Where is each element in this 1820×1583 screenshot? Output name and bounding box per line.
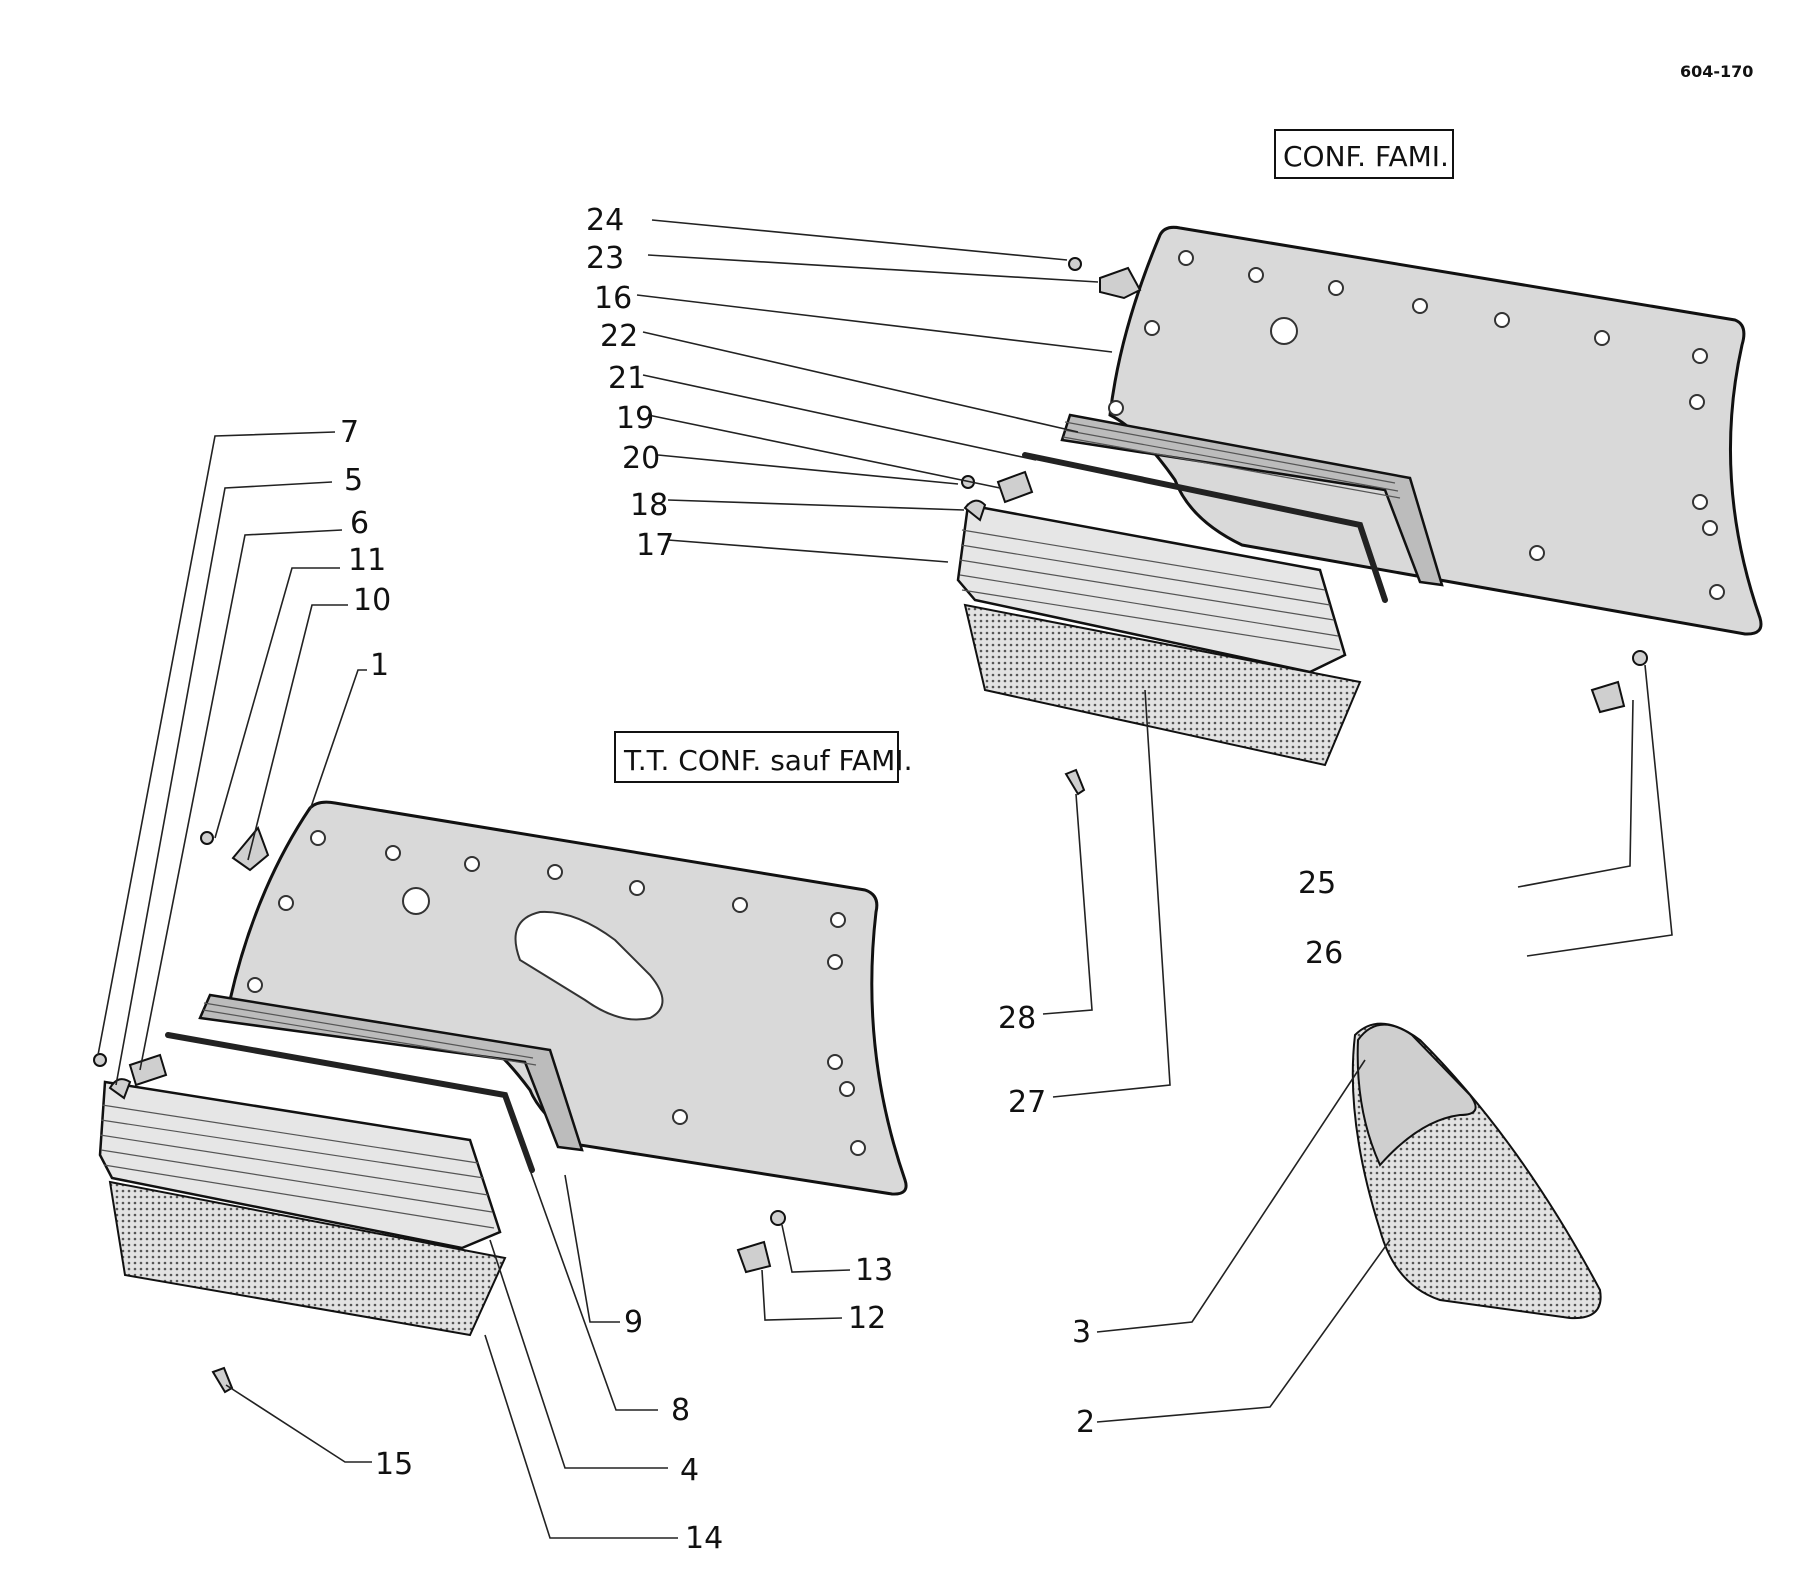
- callout-10: 10: [353, 583, 391, 618]
- upper-pocket-ribs: [1062, 421, 1401, 499]
- lower-trim-ribs: [99, 1104, 495, 1229]
- upper-trim-ribs: [959, 529, 1341, 651]
- upper-pocket-strip: [1060, 413, 1444, 587]
- callout-23: 23: [586, 241, 624, 276]
- callout-2: 2: [1076, 1405, 1095, 1440]
- callout-8: 8: [671, 1393, 690, 1428]
- lower-pocket-ribs: [202, 1002, 537, 1066]
- callout-1: 1: [370, 648, 389, 683]
- upper-screw-24: [1068, 257, 1082, 271]
- callout-15: 15: [375, 1447, 413, 1482]
- callout-16: 16: [594, 281, 632, 316]
- callout-numbers: 25 26 28 27 24 23 16 22 21 19 20 18 17 7…: [340, 203, 1343, 1556]
- callout-28: 28: [998, 1001, 1036, 1036]
- callout-24: 24: [586, 203, 624, 238]
- lower-panel-handle-slot: [514, 910, 664, 1021]
- lower-screw-13: [770, 1210, 786, 1226]
- callout-12: 12: [848, 1301, 886, 1336]
- callout-9: 9: [624, 1305, 643, 1340]
- callout-17: 17: [636, 528, 674, 563]
- callout-13: 13: [855, 1253, 893, 1288]
- reference-code: 604-170: [1680, 62, 1753, 81]
- upper-screw-28: [1064, 768, 1086, 796]
- upper-clip-23: [1099, 266, 1142, 300]
- callout-27: 27: [1008, 1085, 1046, 1120]
- lower-knob-12: [736, 1240, 772, 1274]
- leader-lines: [97, 219, 1673, 1539]
- tt-conf-text: T.T. CONF. sauf FAMI.: [623, 744, 912, 777]
- lower-bracket-5: [108, 1078, 132, 1100]
- callout-3: 3: [1072, 1315, 1091, 1350]
- lower-pocket-strip: [198, 993, 584, 1152]
- armrest: [1351, 1022, 1602, 1320]
- callout-4: 4: [680, 1453, 699, 1488]
- lower-screw-11: [200, 831, 214, 845]
- armrest-pad: [1356, 1023, 1477, 1167]
- callout-18: 18: [630, 488, 668, 523]
- lower-pocket-mesh: [108, 1180, 507, 1337]
- callout-6: 6: [350, 506, 369, 541]
- lower-screw-7: [93, 1053, 107, 1067]
- callout-25: 25: [1298, 866, 1336, 901]
- callout-26: 26: [1305, 936, 1343, 971]
- upper-screw-26: [1632, 650, 1648, 666]
- upper-bracket-18: [963, 499, 987, 522]
- upper-door-panel-assembly: [956, 225, 1763, 796]
- tt-conf-label: T.T. CONF. sauf FAMI.: [614, 731, 912, 783]
- callout-22: 22: [600, 319, 638, 354]
- conf-fami-label: CONF. FAMI.: [1274, 129, 1454, 179]
- lower-panel-holes: [247, 830, 866, 1156]
- callout-5: 5: [344, 463, 363, 498]
- callout-21: 21: [608, 361, 646, 396]
- lower-screw-15: [211, 1366, 234, 1394]
- lower-clip-6: [128, 1053, 168, 1087]
- callout-7: 7: [340, 415, 359, 450]
- callout-19: 19: [616, 401, 654, 436]
- upper-knob-25: [1590, 680, 1626, 714]
- upper-pocket-mesh: [963, 603, 1362, 767]
- conf-fami-text: CONF. FAMI.: [1283, 140, 1449, 173]
- upper-pocket-rod: [1022, 452, 1388, 603]
- callout-14: 14: [685, 1521, 723, 1556]
- callout-20: 20: [622, 441, 660, 476]
- lower-pocket-rod: [165, 1032, 535, 1173]
- upper-clip-19: [996, 470, 1034, 504]
- callout-11: 11: [348, 543, 386, 578]
- lower-door-panel-assembly: [93, 800, 908, 1394]
- upper-panel-holes: [1108, 250, 1725, 600]
- lower-pocket-trim: [98, 1080, 502, 1250]
